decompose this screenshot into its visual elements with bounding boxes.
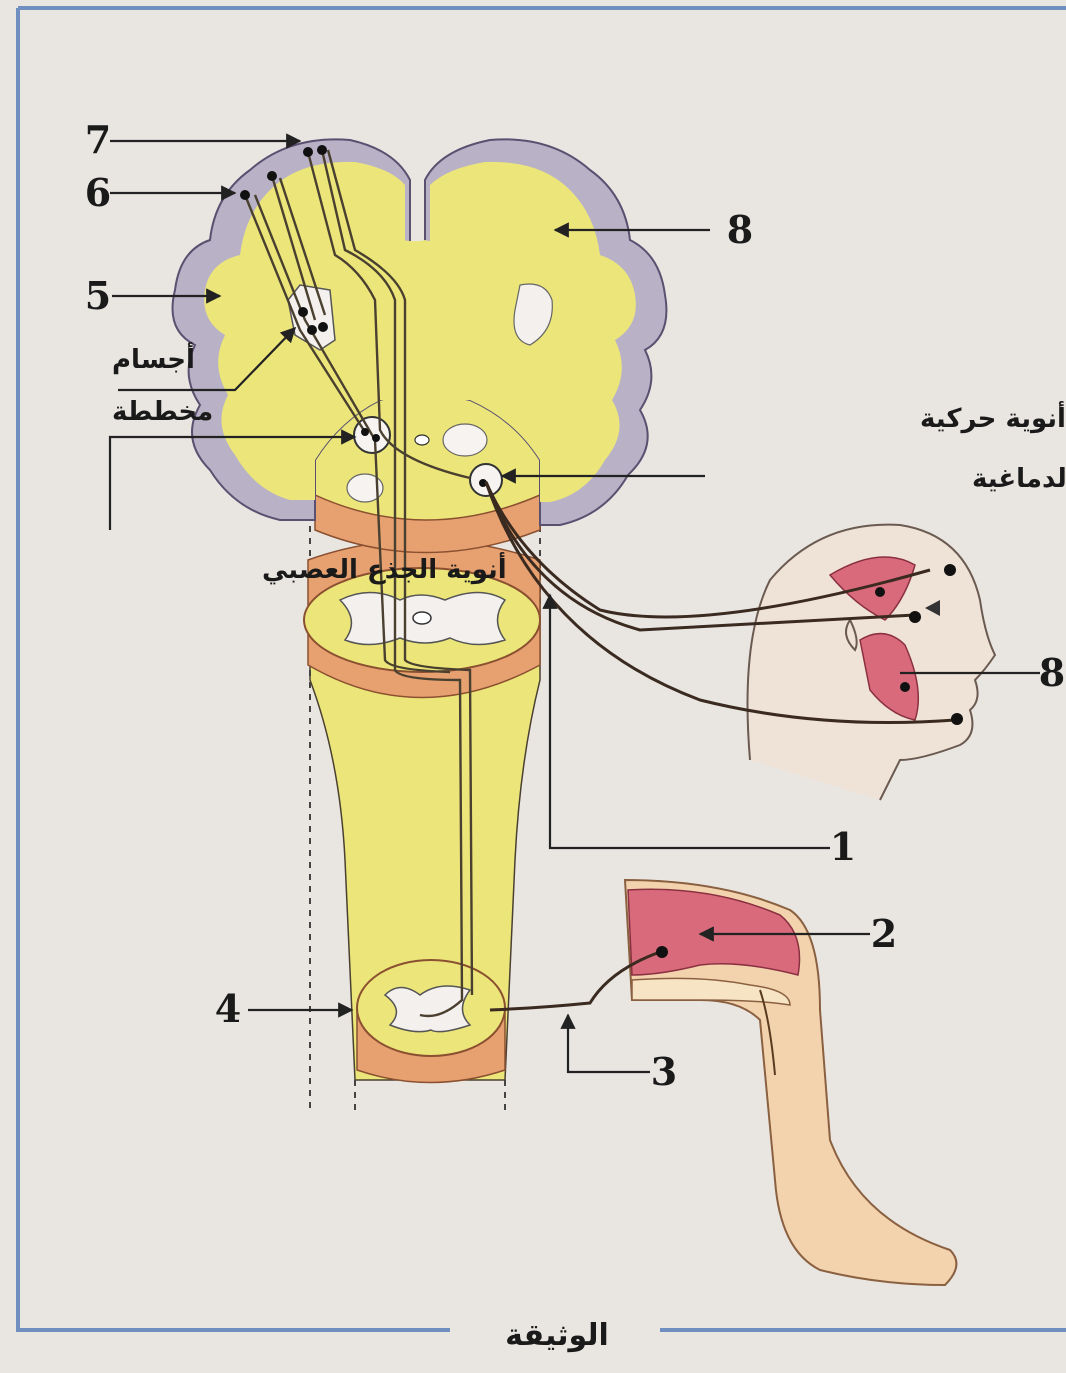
label-cranial-motor-line2: للأعصاب الدماغية (972, 462, 1066, 494)
label-6: 6 (85, 170, 111, 215)
label-3: 3 (651, 1049, 677, 1094)
figure-caption: الوثيقة (505, 1318, 609, 1353)
spinal-cord-segment-lower (357, 960, 505, 1083)
label-7: 7 (85, 117, 111, 162)
label-1: 1 (830, 824, 856, 869)
label-striated-bodies-line2: مخططة (112, 397, 213, 427)
label-cranial-motor-line1: أنوية حركية (920, 401, 1066, 434)
label-brainstem-nuclei: أنوية الجذع العصبي (262, 552, 507, 585)
label-striated-bodies-line1: أجسام (112, 342, 195, 375)
head-illustration (748, 525, 996, 800)
label-8-brain: 8 (727, 207, 753, 252)
leg-muscle (628, 889, 800, 975)
label-4: 4 (215, 986, 241, 1031)
label-8-face: 8 (1039, 650, 1065, 695)
label-5: 5 (85, 273, 111, 318)
cranial-motor-nucleus (470, 464, 502, 496)
label-2: 2 (871, 911, 897, 956)
